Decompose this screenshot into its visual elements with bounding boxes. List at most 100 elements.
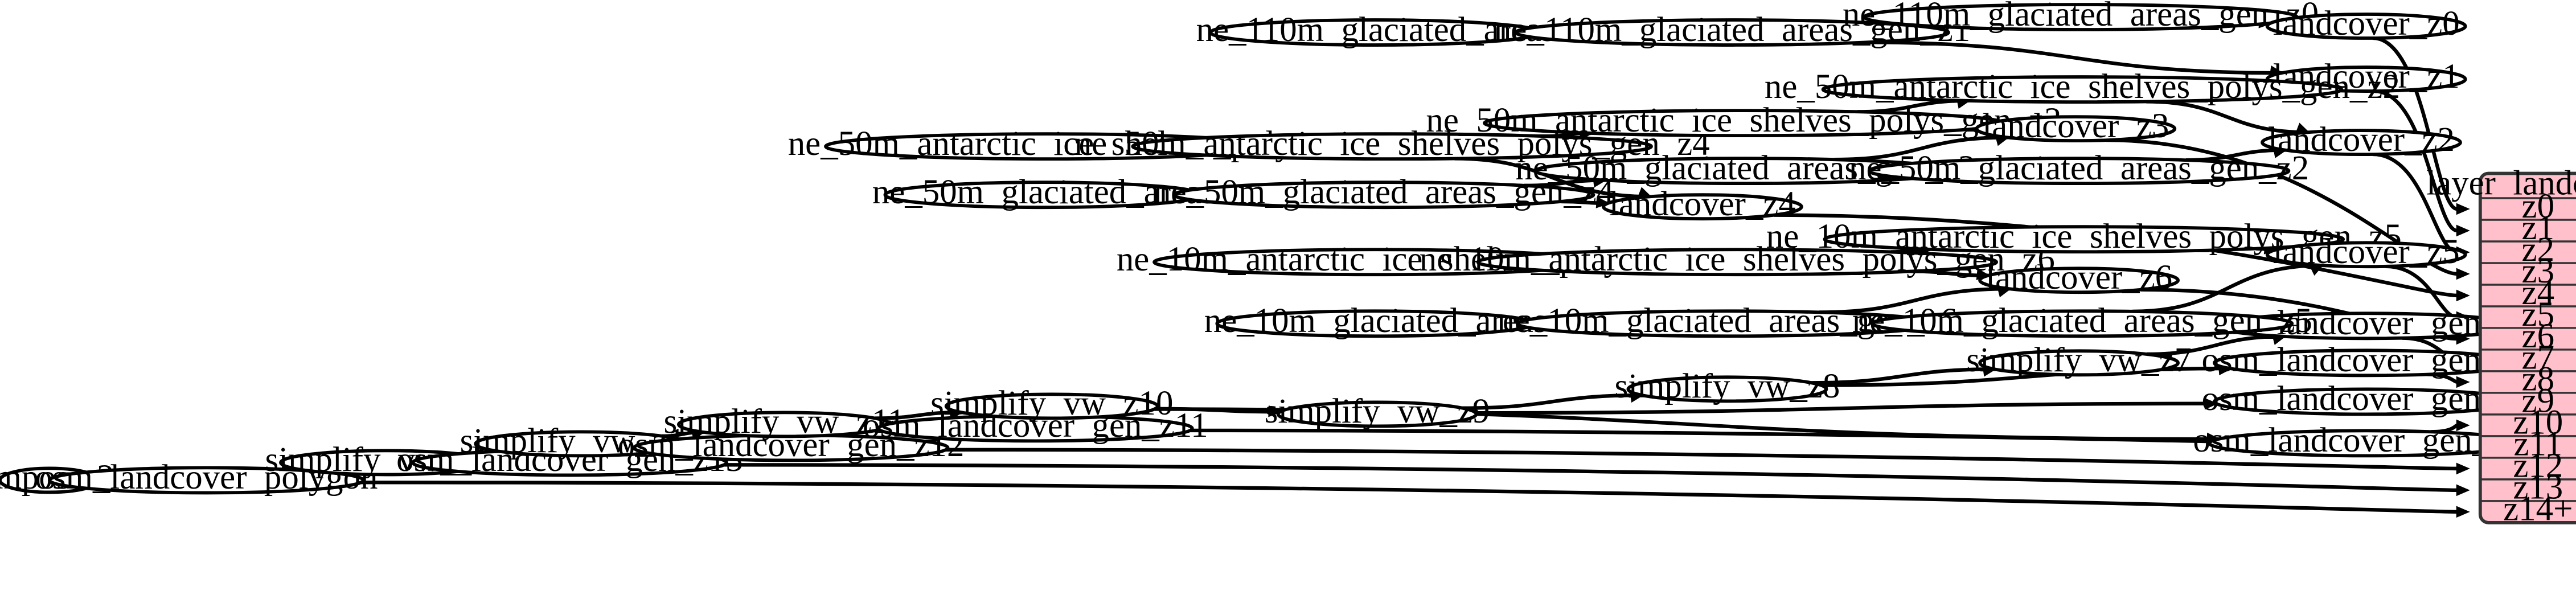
node-ellipse <box>1131 132 1653 161</box>
node-ellipse <box>1514 18 1950 47</box>
edge-arrowhead <box>2456 289 2470 302</box>
edge-landcover_z0-to-layer_landcover_z0 <box>2373 36 2458 211</box>
graph-node-simplify_vw_z9[interactable]: simplify_vw_z9 <box>1265 392 1490 430</box>
record-node-layer-landcover: layer_landcoverz0z1z2z3z4z5z6z7z8z9z10z1… <box>2426 165 2576 528</box>
node-label: simplify_vw_z11 <box>664 403 905 441</box>
graph-node-osm_landcover_gen_z11[interactable]: osm_landcover_gen_z11 <box>863 407 1208 445</box>
node-ellipse <box>2265 241 2467 269</box>
graph-node-landcover_z5[interactable]: landcover_z5 <box>2265 233 2467 271</box>
edge-ne_110m_glaciated_areas_gen_z1-to-landcover_z1 <box>1865 40 2282 75</box>
node-label: ne_50m_antarctic_ice_shelves_polys_gen_z… <box>1765 68 2400 106</box>
graph-node-ne_50m_antarctic_ice_shelves_polys_gen_z2[interactable]: ne_50m_antarctic_ice_shelves_polys_gen_z… <box>1765 68 2400 106</box>
node-label: osm_landcover_gen_z9 <box>2202 380 2531 418</box>
record-row-z14plus[interactable]: z14+ <box>2503 490 2573 528</box>
edge-arrowhead <box>2456 484 2470 497</box>
graph-node-osm_landcover_gen_z13[interactable]: osm_landcover_gen_z13 <box>396 441 743 479</box>
node-label: landcover_z0 <box>2273 5 2460 43</box>
node-label: landcover_z2 <box>2268 121 2455 159</box>
graph-node-ne_50m_glaciated_areas[interactable]: ne_50m_glaciated_areas <box>872 173 1215 211</box>
edge-arrowhead <box>2456 462 2470 475</box>
node-label: landcover_z3 <box>1982 107 2169 145</box>
node-ellipse <box>1978 349 2180 377</box>
record-node-layer: layer_landcoverz0z1z2z3z4z5z6z7z8z9z10z1… <box>2426 165 2576 528</box>
node-label: ne_110m_glaciated_areas_gen_z0 <box>1843 0 2319 34</box>
edge-arrowhead <box>2456 419 2470 432</box>
edge-ne_10m_glaciated_areas_gen_z6-to-landcover_z6 <box>1819 287 2010 314</box>
node-ellipse <box>1476 248 1998 277</box>
node-ellipse <box>944 392 1159 420</box>
node-ellipse <box>1823 225 2345 254</box>
node-ellipse <box>1867 157 2291 186</box>
edge-osm_landcover_gen_z12-to-layer_landcover_z12 <box>946 448 2458 471</box>
edge-ne_50m_antarctic_ice_shelves_polys_gen_z2-to-landcover_z2 <box>2146 100 2308 134</box>
node-ellipse <box>2261 129 2462 157</box>
graph-node-ne_50m_antarctic_ice_shelves_polys_gen_z3[interactable]: ne_50m_antarctic_ice_shelves_polys_gen_z… <box>1426 101 2061 140</box>
node-ellipse <box>1602 193 1803 221</box>
node-ellipse <box>1978 266 2180 294</box>
edge-ne_10m_glaciated_areas_gen_z5-to-landcover_z5 <box>2132 263 2323 314</box>
node-label: ne_110m_glaciated_areas <box>1196 11 1555 49</box>
node-label: osm_landcover_gen_z8 <box>2202 341 2531 379</box>
node-label: ne_10m_glaciated_areas_gen_z5 <box>1852 302 2312 340</box>
node-label: landcover_z6 <box>1986 259 2172 297</box>
graph-node-osm_landcover_gen_z9[interactable]: osm_landcover_gen_z9 <box>2202 380 2531 418</box>
edge-landcover_z1-to-layer_landcover_z1 <box>2374 89 2458 233</box>
node-label: ne_10m_glaciated_areas <box>1204 302 1547 340</box>
node-label: simplify_vw_z7 <box>1966 341 2192 379</box>
edge-arrowhead <box>2456 506 2470 518</box>
node-label: simplify_vw_z9 <box>1265 392 1490 430</box>
node-ellipse <box>2265 13 2467 40</box>
graph-node-ne_50m_glaciated_areas_gen_z2[interactable]: ne_50m_glaciated_areas_gen_z2 <box>1849 149 2309 187</box>
graph-node-ne_110m_glaciated_areas[interactable]: ne_110m_glaciated_areas <box>1196 11 1555 49</box>
edge-landcover_z4-to-layer_landcover_z4 <box>1774 213 2458 298</box>
edge-arrowhead <box>2204 397 2218 410</box>
graph-node-osm_landcover_gen_z8[interactable]: osm_landcover_gen_z8 <box>2202 341 2531 379</box>
edge-arrowhead <box>2456 224 2470 237</box>
graph-node-landcover_z2[interactable]: landcover_z2 <box>2261 121 2462 159</box>
node-ellipse <box>1276 400 1478 428</box>
graph-node-landcover_z1[interactable]: landcover_z1 <box>2265 58 2467 96</box>
edge-simplify_vw_z8-to-simplify_vw_z7 <box>1811 367 1995 385</box>
graph-node-landcover_z4[interactable]: landcover_z4 <box>1602 185 1803 223</box>
node-label: ne_50m_glaciated_areas <box>872 173 1215 211</box>
edge-osm_landcover_gen_z13-to-layer_landcover_z13 <box>724 463 2458 493</box>
node-ellipse <box>1975 115 2177 143</box>
graph-node-ne_10m_glaciated_areas[interactable]: ne_10m_glaciated_areas <box>1204 302 1547 340</box>
graph-node-landcover_z6[interactable]: landcover_z6 <box>1978 259 2180 297</box>
graph-node-osm_landcover_gen_z12[interactable]: osm_landcover_gen_z12 <box>618 426 965 464</box>
graph-node-simplify_vw_z10[interactable]: simplify_vw_z10 <box>930 384 1173 423</box>
edge-simplify_vw_z7-to-osm_landcover_gen_z7 <box>2147 334 2284 356</box>
edge-landcover_z3-to-layer_landcover_z3 <box>2106 138 2458 276</box>
node-label: simplify_vw_z10 <box>930 384 1173 423</box>
graph-node-ne_10m_glaciated_areas_gen_z5[interactable]: ne_10m_glaciated_areas_gen_z5 <box>1852 302 2312 340</box>
graph-node-landcover_z3[interactable]: landcover_z3 <box>1975 107 2177 145</box>
node-ellipse <box>1821 75 2344 104</box>
node-label: landcover_z5 <box>2273 233 2460 271</box>
edge-simplify_vw_z9-to-simplify_vw_z8 <box>1462 393 1642 410</box>
node-label: ne_50m_glaciated_areas_gen_z4 <box>1154 173 1614 211</box>
edge-arrowhead <box>2456 268 2470 280</box>
node-label: ne_50m_antarctic_ice_shelves_polys_gen_z… <box>1426 101 2061 140</box>
edge-ne_50m_glaciated_areas_gen_z3-to-landcover_z3 <box>1834 136 2008 162</box>
node-ellipse <box>1172 181 1595 210</box>
edge-simplify_vw_z9-to-osm_landcover_gen_z9 <box>1475 401 2217 415</box>
graph-node-ne_110m_glaciated_areas_gen_z0[interactable]: ne_110m_glaciated_areas_gen_z0 <box>1843 0 2319 34</box>
edge-arrowhead <box>2456 203 2470 215</box>
graph-node-ne_50m_glaciated_areas_gen_z4[interactable]: ne_50m_glaciated_areas_gen_z4 <box>1154 173 1614 211</box>
node-label: ne_50m_glaciated_areas_gen_z2 <box>1849 149 2309 187</box>
edge-osm_landcover_polygon-to-layer_landcover_z14_ <box>360 481 2458 514</box>
graph-node-simplify_vw_z8[interactable]: simplify_vw_z8 <box>1615 367 1840 405</box>
edge-ne_50m_antarctic_ice_shelves_polys_gen_z4-to-landcover_z4 <box>1454 157 1651 199</box>
graph-node-landcover_z0[interactable]: landcover_z0 <box>2265 5 2467 43</box>
node-ellipse <box>1626 375 1828 403</box>
graph-node-simplify_vw_z11[interactable]: simplify_vw_z11 <box>664 403 905 441</box>
edge-simplify_vw_z10-to-simplify_vw_z9 <box>1155 407 1281 414</box>
nodes-layer: imposm3osm_landcover_polygonsimplify_vw_… <box>0 0 2540 497</box>
graph-node-simplify_vw_z7[interactable]: simplify_vw_z7 <box>1966 341 2192 379</box>
edge-simplify_vw_z11-to-simplify_vw_z10 <box>875 411 962 420</box>
record-title: layer_landcover <box>2426 165 2576 203</box>
graph-node-osm_landcover_polygon[interactable]: osm_landcover_polygon <box>35 458 378 497</box>
node-ellipse <box>1871 309 2294 338</box>
